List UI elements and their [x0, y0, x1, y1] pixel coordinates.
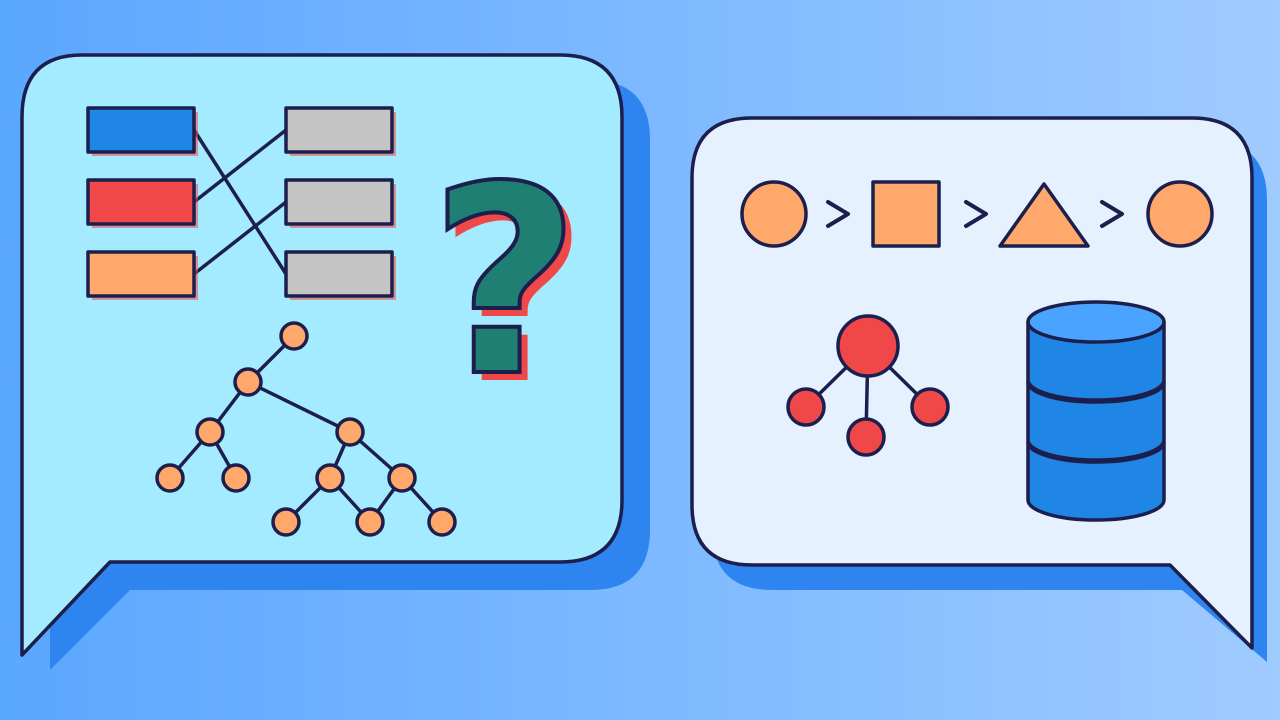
mapping-diagram-icon [86, 106, 396, 300]
tree-node [335, 417, 365, 447]
tree-node [387, 463, 417, 493]
tree-node [221, 463, 251, 493]
sequence-circle-start [740, 180, 808, 248]
tree-edge [246, 380, 352, 434]
tree-node [233, 367, 263, 397]
tree-node [279, 321, 309, 351]
source-box [86, 178, 196, 226]
tree-node [427, 507, 457, 537]
database-segment [1026, 320, 1166, 402]
question-mark-icon: ? ? [428, 130, 589, 442]
question-mark: ? [430, 132, 581, 434]
network-leaf-bottom [846, 417, 886, 457]
mapping-connector [192, 128, 288, 204]
sequence-square [871, 180, 941, 248]
database-rim [1026, 300, 1166, 344]
database-segment [1026, 440, 1166, 522]
source-box [86, 250, 196, 298]
tree-node [315, 463, 345, 493]
binary-tree-icon [155, 321, 457, 537]
network-node-icon [786, 314, 950, 457]
shape-sequence-icon [740, 180, 1214, 248]
sequence-triangle [998, 182, 1090, 248]
target-box [284, 178, 394, 226]
tree-node [355, 507, 385, 537]
sequence-arrow-2 [964, 200, 988, 228]
sequence-arrow-3 [1100, 200, 1124, 228]
mapping-connector [192, 200, 288, 276]
sequence-circle-end [1146, 180, 1214, 248]
source-box [86, 106, 196, 154]
target-box [284, 106, 394, 154]
sequence-arrow-1 [826, 200, 850, 228]
mapping-connector [192, 128, 288, 276]
network-leaf-left [786, 387, 826, 427]
database-icon [1026, 300, 1166, 522]
database-segment [1026, 380, 1166, 462]
network-hub [836, 314, 900, 378]
question-mark-shadow: ? [438, 140, 589, 442]
tree-node [155, 463, 185, 493]
network-leaf-right [910, 387, 950, 427]
target-box [284, 250, 394, 298]
tree-node [195, 417, 225, 447]
tree-node [271, 507, 301, 537]
